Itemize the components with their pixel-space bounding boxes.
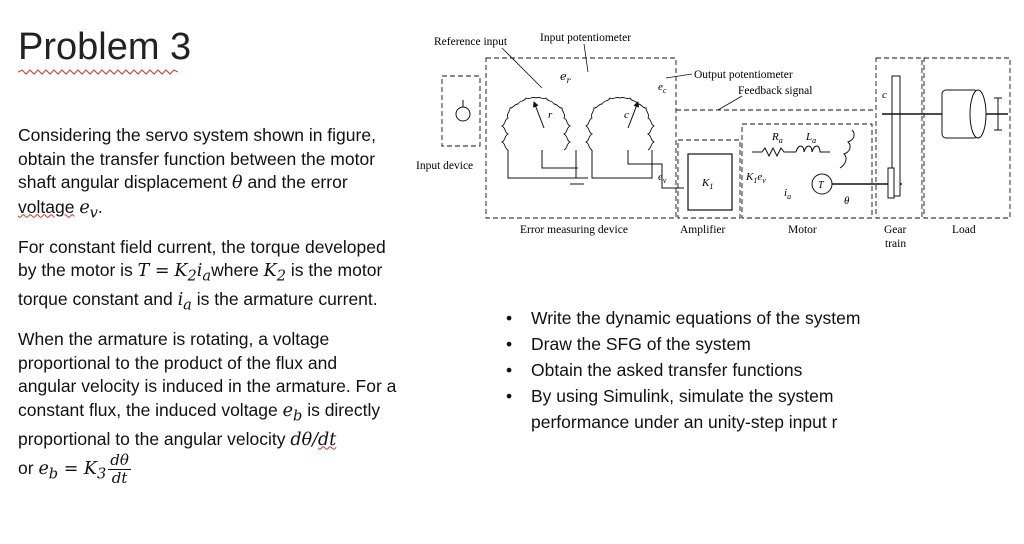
ec-label: ec [658, 81, 667, 95]
k1ev-label: K1ev [745, 171, 766, 185]
servo-system-diagram: Reference input Input potentiometer Outp… [416, 32, 1011, 250]
gear-large [891, 75, 901, 197]
feedback-leader [717, 95, 743, 111]
input-device-box [441, 75, 481, 147]
output-potentiometer-label: Output potentiometer [694, 69, 793, 81]
output-pot-leader [665, 73, 693, 79]
dt-symbol: dt [318, 429, 337, 450]
reference-input-label: Reference input [434, 36, 508, 48]
paragraph-servo: Considering the servo system shown in fi… [18, 124, 398, 225]
eb-equation: eb = K3 [38, 459, 107, 483]
amplifier-block [687, 153, 733, 211]
feedback-signal-label: Feedback signal [738, 85, 812, 97]
p1-text-2: and the error [247, 172, 348, 192]
input-wiper [532, 101, 545, 129]
field-coil-icon [839, 129, 855, 169]
amplifier-label: Amplifier [680, 224, 726, 236]
ia-diagram-label: ia [784, 187, 791, 201]
p1-text: Considering the servo system shown in fi… [18, 125, 376, 192]
torque-label: T [818, 180, 825, 191]
task-item: By using Simulink, simulate the system p… [506, 383, 926, 435]
k2b-symbol: K2 [263, 261, 286, 285]
theta-symbol: θ [232, 173, 243, 193]
load-box [923, 57, 1011, 219]
p3-text: When the armature is rotating, a voltage… [18, 329, 397, 420]
wires-left [507, 150, 684, 189]
ev-diagram-label: ev [658, 171, 667, 185]
p1-end: . [97, 196, 103, 217]
amplifier-box [677, 139, 741, 219]
motor-label: Motor [788, 224, 817, 236]
paragraph-armature: When the armature is rotating, a voltage… [18, 328, 398, 487]
output-wiper [627, 101, 640, 129]
eb-symbol: eb [282, 400, 303, 425]
resistor-icon [752, 146, 796, 158]
load-label: Load [952, 224, 976, 236]
title-text: Problem 3 [18, 26, 192, 68]
error-measuring-box [485, 57, 677, 219]
output-potentiometer-coil [584, 96, 656, 151]
k1-label: K1 [701, 177, 713, 191]
c2-label: c [882, 89, 887, 101]
inductor-icon [795, 145, 830, 153]
problem-description: Considering the servo system shown in fi… [18, 124, 398, 498]
er-label: er [560, 70, 572, 85]
bearing-icon [994, 97, 1002, 131]
task-list: Write the dynamic equations of the syste… [506, 305, 926, 435]
task-item: Draw the SFG of the system [506, 331, 926, 357]
motor-box [741, 123, 873, 219]
task-item: Write the dynamic equations of the syste… [506, 305, 926, 331]
dtheta-symbol: dθ/ [290, 429, 319, 450]
k2-symbol: K2ia [174, 261, 212, 285]
c-label: c [624, 109, 629, 121]
p2-text-2: where [211, 260, 264, 280]
reference-leader [501, 47, 543, 89]
ia-symbol: ia [177, 290, 192, 314]
or-text: or [18, 458, 39, 479]
p2-text-3: is the motor torque constant and [18, 260, 383, 309]
r-label: r [548, 109, 553, 121]
task-item: Obtain the asked transfer functions [506, 357, 926, 383]
theta-label: θ [844, 195, 850, 207]
input-knob-icon [455, 100, 471, 122]
train-label: train [885, 238, 906, 250]
gear-small [887, 167, 895, 199]
voltage-word: voltage [18, 196, 75, 217]
paragraph-torque: For constant field current, the torque d… [18, 236, 398, 318]
gear-train-box [875, 57, 923, 219]
ev-symbol: ev [79, 197, 98, 222]
p2-text-4: is the armature current. [191, 289, 378, 309]
torque-eq: T = [137, 261, 170, 281]
spellcheck-underline [18, 69, 178, 75]
p2-text: For constant field current, the torque d… [18, 236, 386, 281]
page-title: Problem 3 [18, 26, 192, 75]
input-potentiometer-coil [500, 96, 572, 151]
la-label: La [805, 131, 816, 145]
input-device-label: Input device [416, 160, 473, 172]
gear-label: Gear [884, 224, 907, 236]
input-potentiometer-label: Input potentiometer [540, 32, 631, 44]
p3-text-2: is directly proportional to the angular … [18, 399, 381, 449]
error-measuring-label: Error measuring device [520, 224, 628, 236]
ra-label: Ra [771, 131, 783, 145]
load-drum-end [969, 89, 987, 139]
